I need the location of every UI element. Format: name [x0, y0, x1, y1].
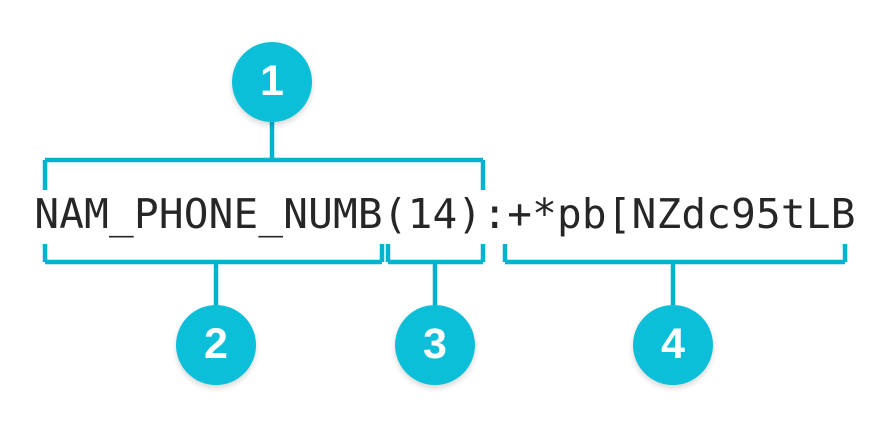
callout-4[interactable]: 4: [633, 305, 713, 385]
callout-1[interactable]: 1: [232, 42, 312, 122]
callout-4-number: 4: [661, 319, 685, 368]
callout-2-number: 2: [204, 319, 228, 368]
code-token-text: NAM_PHONE_NUMB(14):+*pb[NZdc95tLB: [34, 190, 856, 238]
callout-3[interactable]: 3: [395, 305, 475, 385]
callout-1-number: 1: [260, 56, 284, 105]
callout-3-number: 3: [423, 319, 447, 368]
callout-2[interactable]: 2: [176, 305, 256, 385]
